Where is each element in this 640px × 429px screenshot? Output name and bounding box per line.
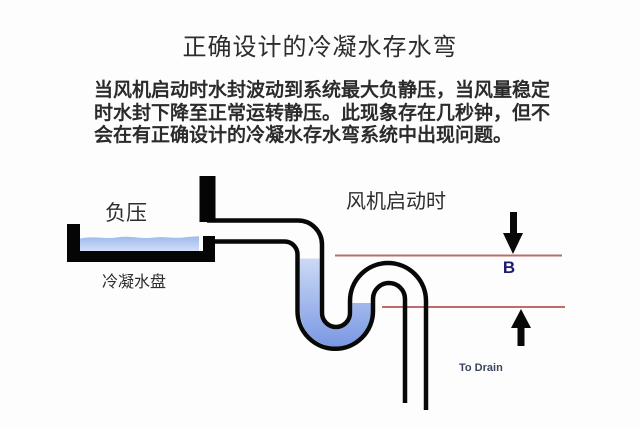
trap-water [300, 258, 371, 347]
arrow-down-icon [503, 212, 523, 254]
arrow-up-icon [511, 309, 531, 346]
label-dimension-b: B [502, 258, 516, 277]
slide-body: 当风机启动时水封波动到系统最大负静压，当风量稳定 时水封下降至正常运转静压。此现… [94, 80, 574, 148]
drain-pan [67, 224, 215, 262]
pipe-inner-wall [206, 239, 408, 403]
label-condensate-pan: 冷凝水盘 [102, 274, 167, 291]
pipe-outer-wall [207, 218, 429, 410]
label-negative-pressure: 负压 [105, 201, 147, 225]
duct-wall [199, 176, 216, 222]
body-line: 会在有正确设计的冷凝水存水弯系统中出现问题。 [94, 125, 513, 146]
body-line: 当风机启动时水封波动到系统最大负静压，当风量稳定 [94, 80, 551, 101]
label-fan-start: 风机启动时 [346, 191, 446, 213]
body-line: 时水封下降至正常运转静压。此现象存在几秒钟，但不 [94, 102, 551, 124]
slide-title: 正确设计的冷凝水存水弯 [182, 35, 458, 61]
label-to-drain: To Drain [459, 362, 503, 374]
pan-water [80, 236, 199, 252]
